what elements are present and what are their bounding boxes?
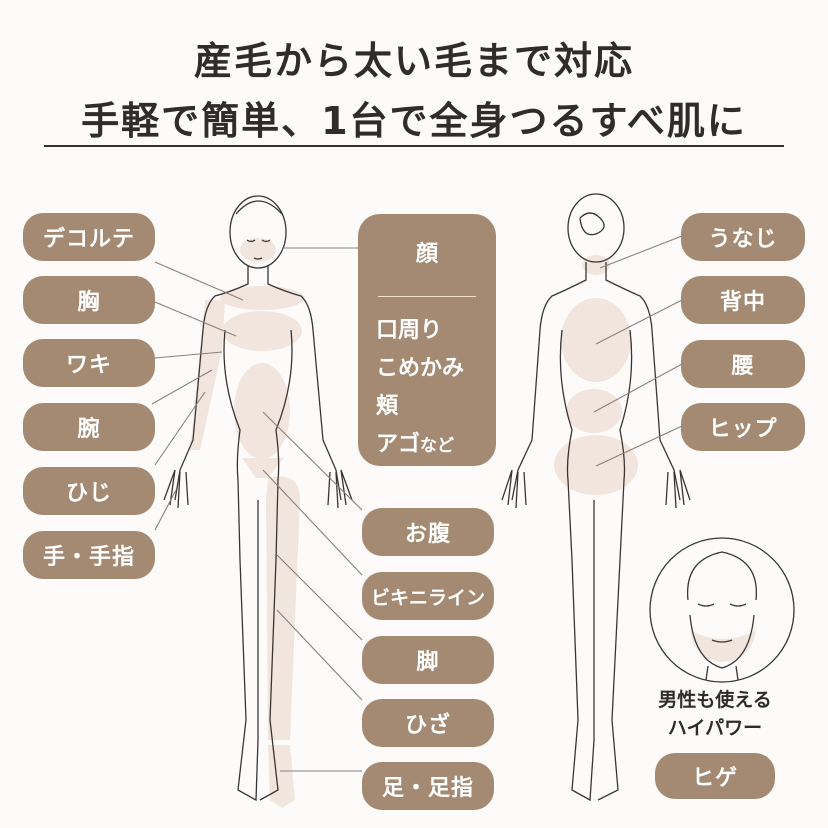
label-back: 背中 [681,276,805,324]
face-item-suffix: など [420,436,455,456]
label-bikini-line: ビキニライン [362,572,494,620]
label-arm: 腕 [23,403,155,451]
label-decollete: デコルテ [23,213,155,261]
label-belly: お腹 [362,508,494,556]
label-nape: うなじ [681,213,805,261]
label-armpit: ワキ [23,339,155,387]
highlight-abdomen [234,363,290,459]
label-waist: 腰 [681,340,805,388]
label-elbow: ひじ [23,467,155,515]
headline-line-1: 産毛から太い毛まで対応 [193,39,634,83]
highlight-back [561,298,631,382]
highlight-face [240,238,276,262]
face-divider [378,296,476,297]
highlight-beard [690,630,756,662]
face-item-temple: こめかみ [376,356,465,381]
face-title: 顔 [415,242,438,267]
highlight-decollete [220,286,304,310]
highlight-arm [190,300,225,450]
headline-line-2: 手軽で簡単、1台で全身つるすべ肌に [81,99,747,143]
highlight-chest [222,311,302,351]
label-chest: 胸 [23,276,155,324]
face-item-chin: アゴ [376,432,421,457]
men-caption-line-2: ハイパワー [667,717,763,739]
label-foot-toes: 足・足指 [362,762,494,810]
highlight-bikini [242,458,284,478]
highlight-waist [566,389,622,433]
label-leg: 脚 [362,636,494,684]
face-item-mouth: 口周り [376,318,443,343]
label-hand-fingers: 手・手指 [23,531,155,579]
highlight-leg [266,476,300,740]
headline-divider [44,145,784,147]
men-caption-line-1: 男性も使える [658,689,772,711]
label-beard: ヒゲ [655,753,775,799]
highlight-nape [582,255,610,275]
highlight-hip [554,435,638,495]
label-knee: ひざ [362,699,494,747]
men-caption: 男性も使える ハイパワー [640,686,790,742]
highlight-foot [268,745,295,808]
face-item-cheek: 頬 [376,394,399,419]
face-areas-box: 顔 口周り こめかみ 頬 アゴなど [358,214,496,466]
label-hip: ヒップ [681,403,805,451]
